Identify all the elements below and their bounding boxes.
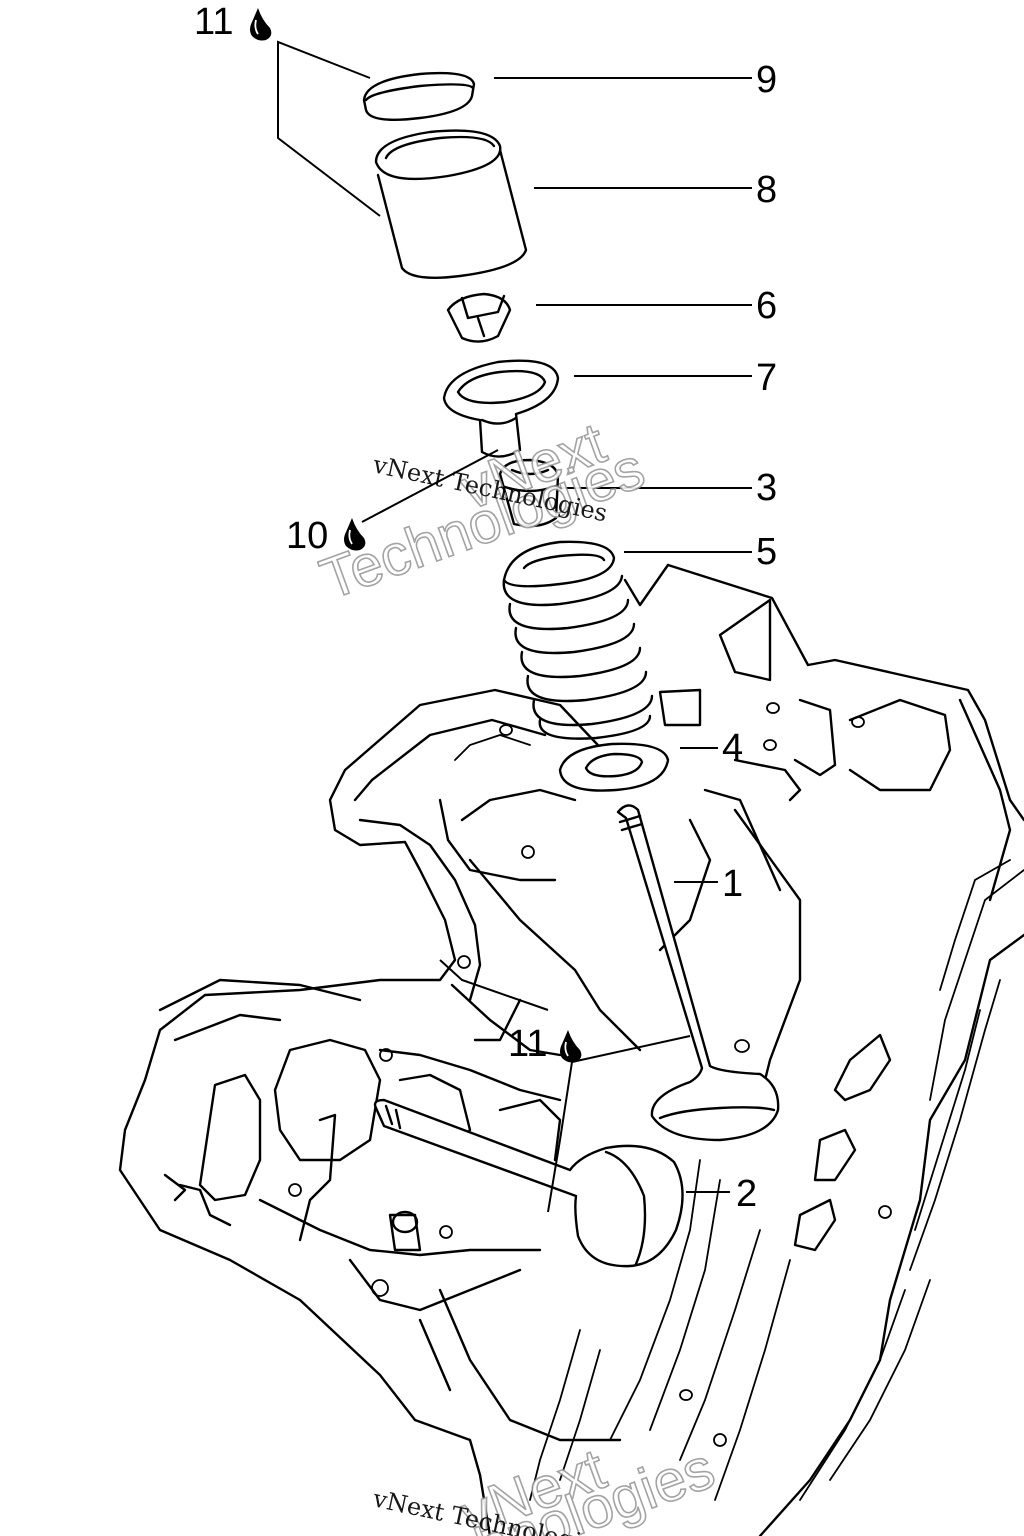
spring-seat-washer	[558, 742, 670, 792]
shim-disc	[362, 71, 476, 121]
oil-drop-icon	[560, 1030, 582, 1063]
watermark-lower: vNext Technologies vNext Technologies	[370, 1435, 724, 1536]
bucket-tappet	[374, 129, 528, 279]
leader-10	[361, 449, 499, 523]
leader-11-top	[277, 40, 381, 217]
leader-11-mid-a	[439, 959, 549, 1011]
callout-11-mid: 11	[508, 1023, 547, 1065]
spring-retainer	[442, 359, 560, 458]
cylinder-head	[118, 563, 1024, 1536]
oil-drop-icon	[250, 8, 272, 41]
callout-9: 9	[756, 59, 777, 101]
callout-labels: 9 8 6 7 3 5 4 1 2 11 10 11	[194, 1, 777, 1215]
valve-lower	[373, 1098, 684, 1268]
valve-upper	[616, 804, 780, 1142]
valve-stem-seal	[498, 458, 560, 528]
callout-11-top: 11	[194, 1, 233, 43]
valve-spring	[502, 540, 654, 740]
callout-2: 2	[736, 1173, 757, 1215]
callout-8: 8	[756, 169, 777, 211]
valve-collets	[446, 292, 512, 343]
callout-6: 6	[756, 285, 777, 327]
callout-4: 4	[722, 727, 743, 769]
callout-1: 1	[722, 863, 743, 905]
callout-3: 3	[756, 467, 777, 509]
leader-11-mid-b	[571, 1035, 691, 1063]
callout-5: 5	[756, 531, 777, 573]
leader-11-mid-c	[547, 1061, 573, 1213]
leader-lines	[277, 40, 752, 1213]
oil-drop-icon	[344, 518, 366, 551]
callout-7: 7	[756, 357, 777, 399]
callout-10: 10	[286, 515, 328, 557]
